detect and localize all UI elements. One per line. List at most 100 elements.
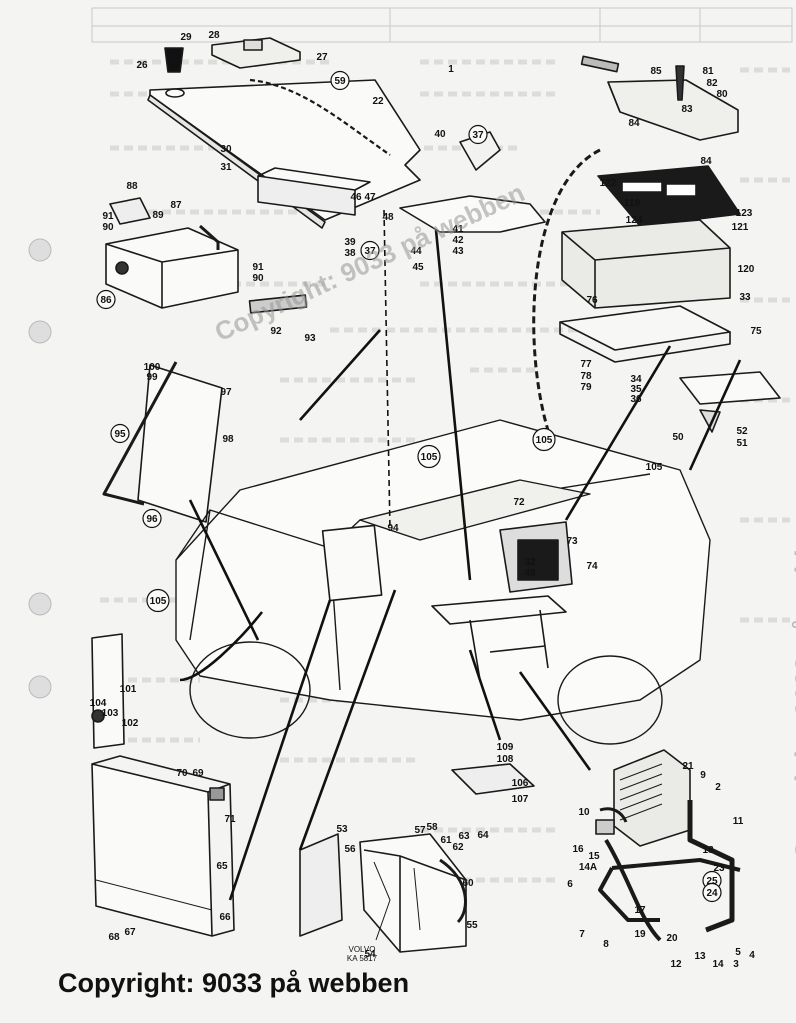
callout-label: 62 — [452, 842, 464, 853]
callout-circle — [532, 427, 556, 452]
callout-label: 66 — [219, 912, 231, 923]
callout-label: 37 — [472, 130, 484, 141]
callout-circle — [468, 124, 488, 145]
callout-label: 41 — [452, 224, 464, 235]
callout-label: 107 — [512, 794, 529, 805]
antenna-panel — [137, 364, 223, 523]
callout-label: 29 — [180, 32, 192, 43]
callout-label: 94 — [387, 523, 399, 534]
callout-label: 85 — [650, 66, 662, 77]
callout-label: 51 — [736, 438, 748, 449]
callout-label: 88 — [126, 181, 138, 192]
callout-label: 13 — [694, 951, 706, 962]
callout-label: 102 — [122, 718, 139, 729]
callout-label: 33 — [739, 292, 751, 303]
callout-label: 70 — [176, 768, 188, 779]
callout-label: 68 — [108, 932, 120, 943]
binder-holes — [28, 238, 52, 699]
callout-label: 58 — [426, 822, 438, 833]
callout-label: 105 — [150, 596, 167, 607]
callout-label: 103 — [102, 708, 119, 719]
callout-label: 69 — [192, 768, 204, 779]
callout-label: 4 — [749, 950, 755, 961]
callout-label: 83 — [681, 104, 693, 115]
callout-label: 93 — [304, 333, 316, 344]
callout-label: 9 — [700, 770, 706, 781]
callout-label: 49 — [524, 568, 536, 579]
callout-label: 59 — [334, 76, 346, 87]
callout-label: 24 — [706, 888, 718, 899]
top-mount — [211, 37, 301, 69]
callout-label: 11 — [733, 816, 744, 827]
callout-label: 35 — [630, 384, 642, 395]
plate-code-line-1: VOLVO — [349, 945, 376, 954]
callout-label: 73 — [566, 536, 578, 547]
callout-label: 84 — [628, 118, 640, 129]
callout-label: 23 — [713, 863, 725, 874]
radio-tray — [559, 305, 731, 351]
callout-label: 2 — [715, 782, 721, 793]
callout-label: 31 — [220, 162, 232, 173]
callout-label: 39 — [344, 237, 356, 248]
callout-circle — [360, 240, 380, 261]
callout-label: 97 — [220, 387, 232, 398]
callout-circle — [146, 588, 170, 613]
callout-label: 78 — [580, 371, 592, 382]
callout-label: 104 — [90, 698, 107, 709]
callout-label: 14A — [579, 862, 597, 873]
callout-label: 54 — [364, 949, 376, 960]
callout-label: 16 — [572, 844, 584, 855]
callout-label: 28 — [208, 30, 220, 41]
callout-label: 40 — [434, 129, 446, 140]
callout-label: 91 — [252, 262, 264, 273]
callout-label: 38 — [344, 248, 356, 259]
callout-label: 120 — [738, 264, 755, 275]
callout-label: 12 — [670, 959, 682, 970]
callout-label: 121 — [732, 222, 749, 233]
callout-label: 122 — [600, 178, 617, 189]
callout-label: 48 — [382, 212, 394, 223]
callout-label: 34 — [630, 374, 642, 385]
battery-enclosure — [299, 833, 343, 937]
callout-label: 65 — [216, 861, 228, 872]
callout-label: 21 — [682, 761, 694, 772]
callout-label: 63 — [458, 831, 470, 842]
callout-label: 42 — [452, 235, 464, 246]
callout-label: 44 — [410, 246, 422, 257]
callout-label: 14 — [712, 959, 724, 970]
callout-circle — [417, 444, 441, 469]
callout-label: 124 — [626, 215, 643, 226]
callout-label: 47 — [364, 192, 376, 203]
mounting-plate — [399, 195, 546, 233]
callout-label: 7 — [579, 929, 585, 940]
callout-label: 80 — [716, 89, 728, 100]
callout-label: 75 — [750, 326, 762, 337]
callout-label: 19 — [634, 929, 646, 940]
callout-label: 37 — [364, 246, 376, 257]
callout-label: 25 — [706, 876, 718, 887]
callout-label: 105 — [646, 462, 663, 473]
callout-label: 105 — [421, 452, 438, 463]
callout-label: 45 — [412, 262, 424, 273]
callout-circle — [330, 70, 350, 91]
callout-label: 101 — [120, 684, 137, 695]
watermark-vertical: Copyright: 9033 på webben — [790, 508, 796, 860]
callout-label: 18 — [702, 845, 714, 856]
callout-label: 90 — [102, 222, 114, 233]
callout-label: 91 — [102, 211, 114, 222]
leader-lines — [179, 209, 742, 901]
radio-unit — [561, 219, 731, 309]
callout-label: 52 — [736, 426, 748, 437]
callout-label: 10 — [578, 807, 590, 818]
callout-label: 60 — [462, 878, 474, 889]
callout-label: 106 — [512, 778, 529, 789]
callout-label: 90 — [252, 273, 264, 284]
callout-label: 84 — [700, 156, 712, 167]
callout-label: 71 — [224, 814, 236, 825]
callout-circle — [142, 508, 162, 529]
header-table — [91, 7, 793, 43]
callout-label: 3 — [733, 959, 739, 970]
callout-label: 20 — [666, 933, 678, 944]
vehicle-body — [175, 419, 711, 745]
